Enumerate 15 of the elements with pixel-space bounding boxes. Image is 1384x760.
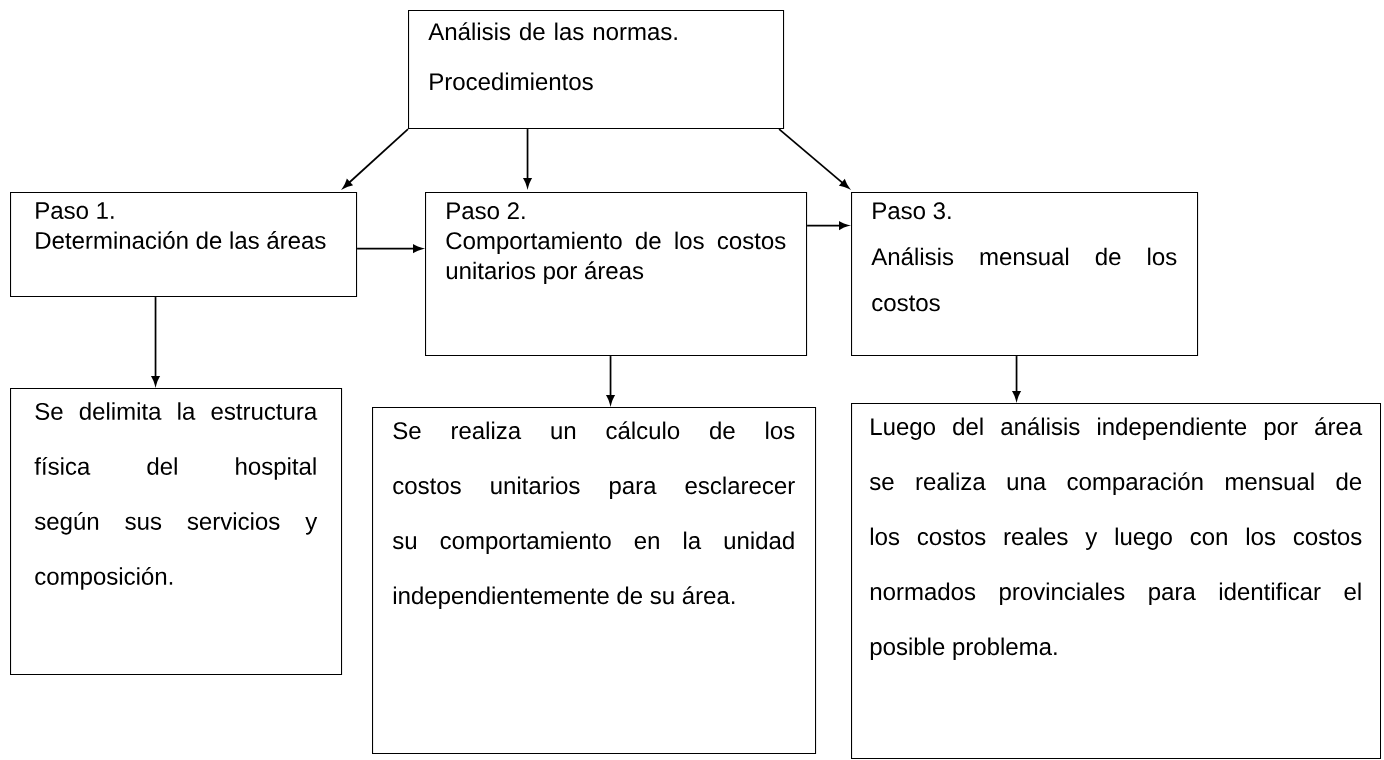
arrow	[342, 128, 409, 189]
arrow	[806, 221, 849, 230]
arrow	[1012, 355, 1021, 401]
arrow	[606, 355, 615, 405]
process-box: Paso 2. Comportamiento de los costos unitarios por áreas	[425, 192, 808, 357]
arrow	[778, 128, 850, 189]
arrow	[523, 128, 532, 188]
process-box: Paso 3. Análisis mensual de los costos	[851, 192, 1199, 357]
process-box: Paso 1. Determinación de las áreas	[10, 192, 358, 298]
arrow	[356, 244, 423, 253]
process-box: Análisis de las normas. Procedimientos	[408, 10, 785, 130]
process-box: Se realiza un cálculo de los costos unitarios para esclarecer su comportamiento en la unidad independientemente de su área.	[372, 407, 817, 755]
process-box: Luego del análisis independiente por área se realiza una comparación mensual de los costos reales y luego con los costos normados provinciales para identificar el posible problema.	[851, 403, 1382, 760]
arrow	[151, 296, 160, 386]
process-box: Se delimita la estructura física del hospital según sus servicios y composición.	[10, 388, 343, 676]
